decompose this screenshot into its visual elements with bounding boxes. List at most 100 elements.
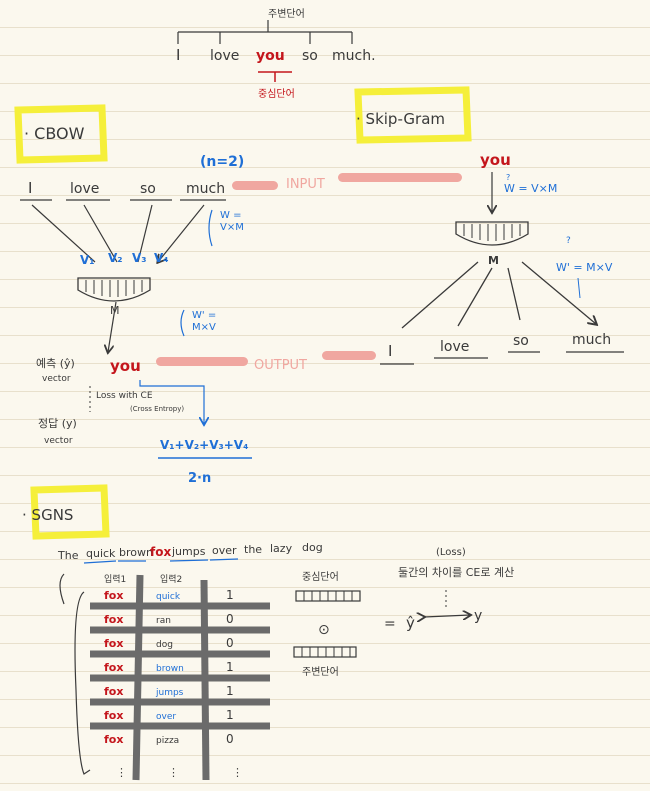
input-bar-right [338,173,462,182]
top-sentence: 주변단어 I love you so much. 중심단어 [176,8,376,100]
answer-sub: vector [44,436,73,446]
cbow-w-prime-label: W' =M×V [192,310,216,333]
sgns-center-word-label: 중심단어 [302,571,339,583]
row-input1: fox [104,637,123,650]
y-true: y [474,608,482,624]
cbow-input-arrows [31,204,205,262]
skip-gram-output-much: much [572,332,611,348]
col-header-input2: 입력2 [160,573,182,585]
cbow-word-so: so [140,181,156,197]
sgns-title: · SGNS [22,506,73,524]
cbow-word-love: love [70,181,99,197]
context-window-underline [83,558,239,564]
average-arrow [139,380,204,424]
skip-gram-w-mark: ? [506,173,510,182]
cbow-word-much: much [186,181,225,197]
loss-sub: (Cross Entropy) [130,405,184,413]
input-bar-left [232,181,278,190]
skip-gram-output-love: love [440,339,469,355]
cbow-word-i: I [28,179,32,197]
top-word-love: love [210,48,239,64]
cbow-output-arrow [108,301,117,352]
sentence-word-quick: quick [86,547,116,560]
dot-product-symbol: ⊙ [318,622,330,638]
output-label: OUTPUT [254,358,307,373]
center-connectors: INPUT OUTPUT [156,173,462,373]
average-numerator: V₁+V₂+V₃+V₄ [160,438,248,452]
cbow-projection-layer [77,277,151,302]
top-word-so: so [302,48,318,64]
skip-gram-highlight-box [354,86,472,144]
surrounding-word-label: 주변단어 [268,8,305,20]
skip-gram-m-label: M [488,254,499,267]
loss-description: 둘간의 차이를 CE로 계산 [398,566,514,579]
row-label: 0 [226,732,234,746]
row-input1: fox [104,661,123,674]
window-size-note: (n=2) [200,154,244,170]
sgns-sentence: The quick brown fox jumps over the lazy … [57,541,323,564]
row-input2: pizza [156,736,179,746]
row-input2: ran [156,616,171,626]
ellipsis-col3: ⋮ [232,766,243,779]
top-word-i: I [176,46,180,64]
row-label: 1 [226,684,234,698]
cbow-title: · CBOW [24,124,85,143]
cbow-w-label: W =V×M [220,210,244,233]
center-embedding-vector [295,590,361,602]
skip-gram-output-so: so [513,333,529,349]
sentence-word-over: over [212,544,237,557]
skip-gram-w-label: W = V×M [504,182,557,195]
top-word-much: much. [332,48,376,64]
answer-label: 정답 (y) [38,417,77,430]
cbow-highlight-box [14,104,108,164]
skip-gram-output-underlines [380,351,624,365]
skip-gram-output-i: I [388,342,392,360]
loss-text: Loss with CE [96,391,153,401]
ellipsis-col2: ⋮ [168,766,179,779]
row-input2: dog [156,640,173,650]
y-hat: ŷ [406,614,415,632]
vector-v4: V₄ [154,251,169,265]
sgns-left-bracket [59,573,91,775]
cbow-w-brace [208,209,213,247]
row-input2: brown [156,664,184,674]
top-word-you: you [256,48,285,64]
skip-gram-output-arrows [401,261,596,328]
output-bar-left [156,357,248,366]
row-input2: quick [156,592,181,602]
row-input2: over [156,712,176,722]
skip-gram-section: · Skip-Gram you W = V×M ? M ? W' = M×V I… [354,86,624,365]
row-input1: fox [104,733,123,746]
center-word-bracket [258,71,292,82]
row-input1: fox [104,685,123,698]
row-input1: fox [104,613,123,626]
loss-double-arrow [424,615,470,617]
center-word-label: 중심단어 [258,88,295,100]
skip-gram-w-prime-mark: ? [566,236,571,246]
sentence-word-jumps: jumps [171,545,206,558]
skip-gram-title: · Skip-Gram [356,110,445,128]
row-label: 1 [226,660,234,674]
sentence-word-the-2: the [244,543,262,556]
context-embedding-vector [293,646,357,658]
input-label: INPUT [286,177,325,192]
skip-gram-input-word: you [480,151,511,169]
vector-v3: V₃ [132,251,147,265]
row-input1: fox [104,589,123,602]
sgns-context-word-label: 주변단어 [302,666,339,678]
average-denominator: 2·n [188,471,211,486]
surrounding-bracket [177,20,353,44]
row-label: 1 [226,588,234,602]
skip-gram-w-prime-label: W' = M×V [556,261,613,274]
sgns-highlight-box [30,484,110,540]
cbow-section: · CBOW (n=2) I love so much V₁ V₂ V₃ V₄ … [14,104,252,486]
equals-sign: = [384,616,396,632]
vector-v2: V₂ [108,251,123,265]
sentence-word-lazy: lazy [270,542,293,555]
sentence-word-the: The [57,549,79,562]
row-input1: fox [104,709,123,722]
row-label: 1 [226,708,234,722]
sentence-word-fox: fox [150,545,171,559]
